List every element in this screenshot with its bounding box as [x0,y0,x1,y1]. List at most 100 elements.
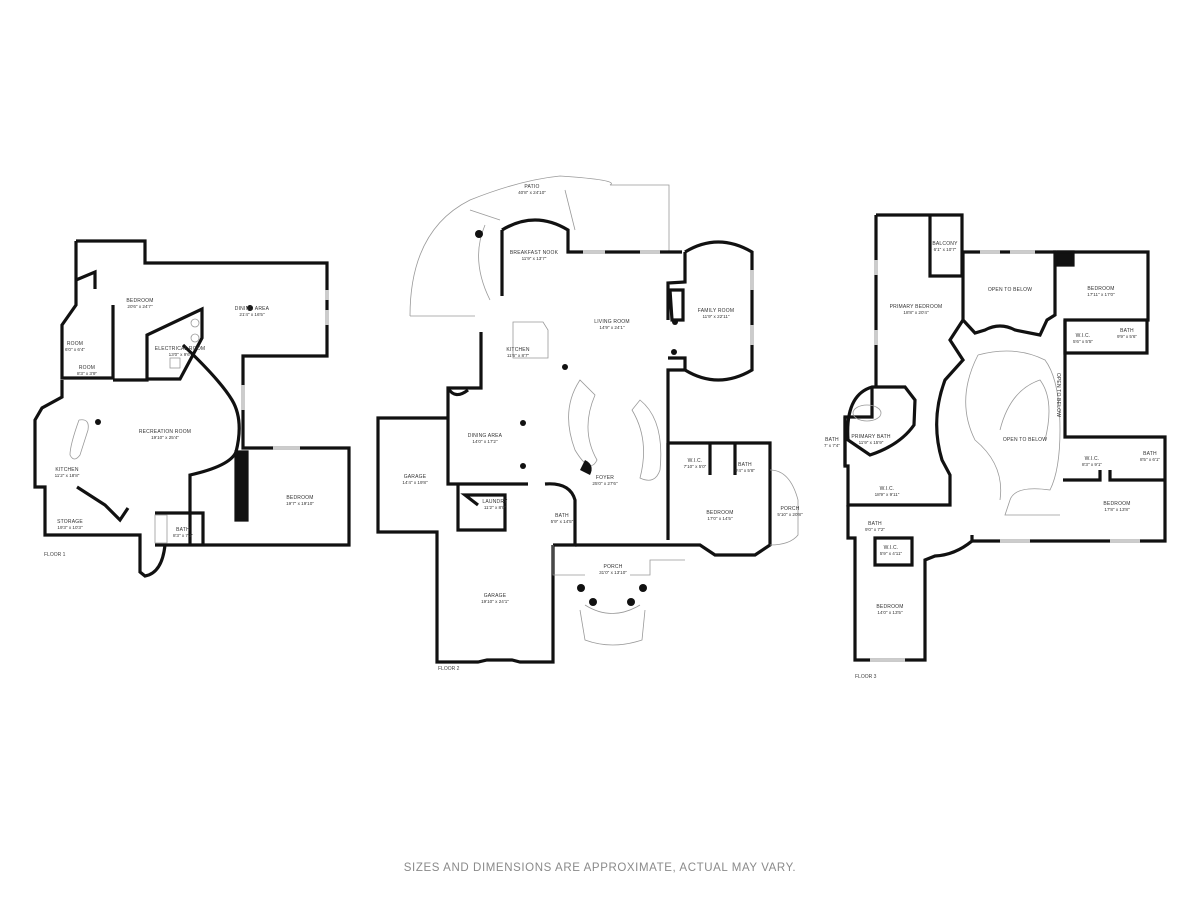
room-name: BATH [738,462,752,468]
room-dimensions: 17'11" x 17'0" [1087,292,1115,297]
room-label: W.I.C.7'10" x 5'0" [684,458,707,469]
room-name: KITCHEN [55,467,79,473]
room-name: W.I.C. [688,458,703,464]
room-dimensions: 19'7" x 19'10" [286,501,314,506]
room-name: GARAGE [404,474,427,480]
floor-3-plan [843,213,1167,662]
room-name: PRIMARY BATH [851,434,891,440]
room-name: W.I.C. [1085,456,1100,462]
room-name: DINING AREA [468,433,503,439]
room-dimensions: 21'4" x 16'5" [239,312,265,317]
room-name: W.I.C. [880,486,895,492]
room-dimensions: 8'5" x 6'1" [1140,457,1160,462]
room-name: LIVING ROOM [594,319,630,325]
room-dimensions: 14'4" x 19'8" [402,480,428,485]
room-name: KITCHEN [506,347,530,353]
room-dimensions: 6'0" x 6'4" [65,347,85,352]
room-dimensions: 5'10" x 20'8" [777,512,803,517]
room-name: BEDROOM [706,510,733,516]
room-dimensions: 18'8" x 20'4" [903,310,929,315]
room-dimensions: 11'9" x 15'9" [859,440,884,445]
room-dimensions: 20'6" x 24'7" [127,304,153,309]
room-dimensions: 7' x 7'4" [824,443,840,448]
room-label: W.I.C.8'3" x 9'1" [1082,456,1102,467]
room-dimensions: 18'9" x 9'11" [875,492,900,497]
room-name: BEDROOM [876,604,903,610]
room-dimensions: 6'1" x 10'7" [934,247,957,252]
room-dimensions: 11'9" x 13'7" [522,256,547,261]
room-dimensions: 8'3" x 9'1" [1082,462,1102,467]
room-name: W.I.C. [884,545,899,551]
room-name: BATH [1143,451,1157,457]
room-name: RECREATION ROOM [139,429,191,435]
room-name: STORAGE [57,519,83,525]
room-name: BEDROOM [1103,501,1130,507]
room-dimensions: 13'0" x 9'6" [169,352,192,357]
room-name: OPEN TO BELOW [1055,373,1061,417]
room-dimensions: 8'3" x 7'3" [173,533,193,538]
room-dimensions: 14'0" x 17'2" [472,439,498,444]
room-name: W.I.C. [1076,333,1091,339]
room-name: BATH [825,437,839,443]
room-name: ROOM [67,341,83,347]
room-dimensions: 11'2" x 8'0" [484,505,507,510]
room-dimensions: 17'8" x 13'8" [1104,507,1130,512]
room-label: W.I.C.5'6" x 5'5" [1073,333,1093,344]
room-dimensions: 8'3" x 3'9" [77,371,97,376]
room-dimensions: 14'9" x 24'1" [599,325,625,330]
room-name: ROOM [79,365,95,371]
room-name: PRIMARY BEDROOM [890,304,943,310]
room-name: BATH [1120,328,1134,334]
floor-3-label: FLOOR 3 [855,674,877,680]
room-name: DINING AREA [235,306,270,312]
room-dimensions: 5'9" x 14'5" [551,519,574,524]
room-dimensions: 11'9" x 22'11" [702,314,729,319]
room-dimensions: 40'8" x 24'10" [518,190,546,195]
room-dimensions: 19'10" x 25'4" [151,435,179,440]
room-dimensions: 19'3" x 10'3" [57,525,83,530]
room-label: W.I.C.5'9" x 4'11" [880,545,903,556]
room-dimensions: 9'0" x 7'2" [865,527,885,532]
room-name: BATH [555,513,569,519]
room-name: OPEN TO BELOW [988,287,1032,293]
room-name: BATH [868,521,882,527]
room-dimensions: 19'10" x 24'1" [481,599,509,604]
room-name: BEDROOM [286,495,313,501]
room-name: BEDROOM [1087,286,1114,292]
room-dimensions: 11'6" x 8'7" [507,353,530,358]
room-label: OPEN TO BELOW [988,287,1032,293]
room-dimensions: 11'2" x 18'8" [55,473,80,478]
room-label: OPEN TO BELOW [1003,437,1047,443]
room-dimensions: 14'0" x 13'5" [877,610,903,615]
floor-1-label: FLOOR 1 [44,552,66,558]
room-name: FAMILY ROOM [698,308,734,314]
room-label: OPEN TO BELOW [1055,373,1061,417]
room-name: BEDROOM [126,298,153,304]
